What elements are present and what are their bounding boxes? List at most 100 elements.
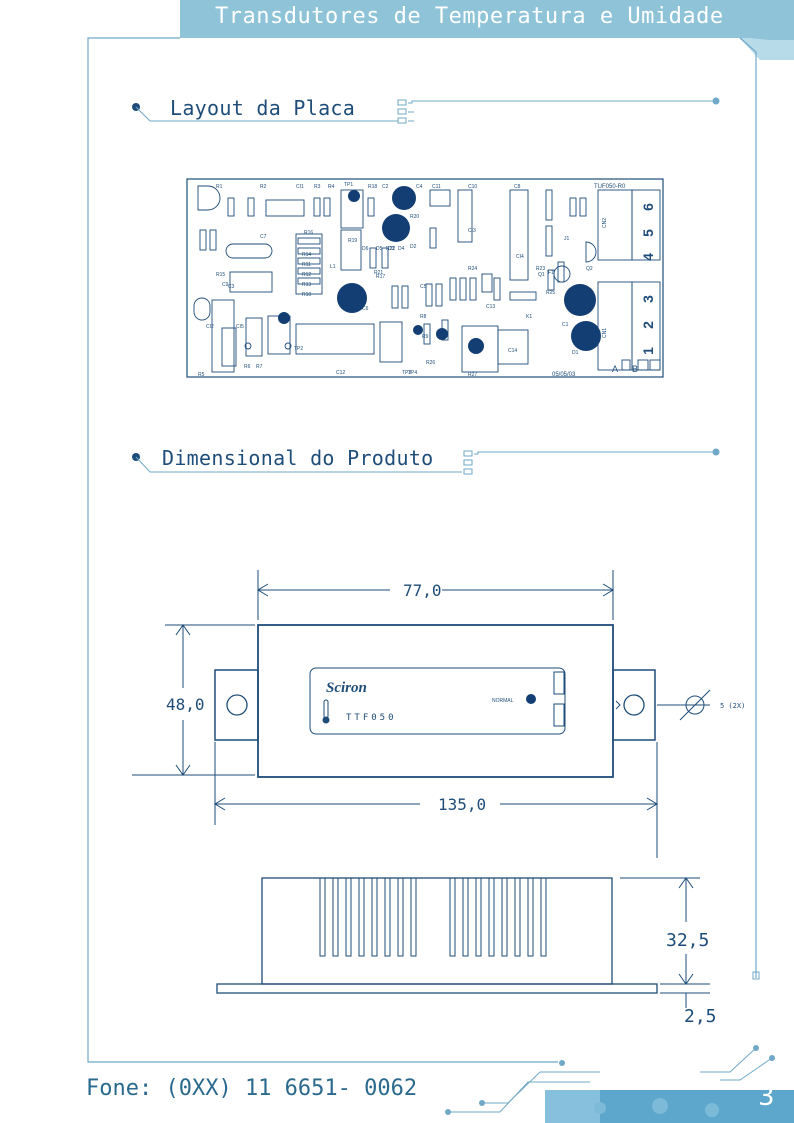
heatsink-fin [462,877,469,957]
pcb-component-label: F1 [548,270,554,276]
pcb-component-label: R10 [302,292,311,298]
terminal-label: 4 [640,253,656,261]
pcb-component-label: D5 [376,246,383,252]
section-title-dimensional: Dimensional do Produto [162,446,434,470]
heatsink-fin [358,877,365,957]
jumper-label: B [632,364,638,374]
pcb-component-label: R21 [374,270,383,276]
pcb-component-label: C14 [508,348,517,354]
pcb-component-label: R25 [546,290,555,296]
pcb-component-label: R11 [302,262,311,268]
pcb-component-label: CI2 [206,324,214,330]
pcb-component-label: R27 [468,372,477,378]
heatsink-fin [410,877,417,957]
pcb-component-label: Q2 [586,266,593,272]
pcb-component-label: C12 [336,370,345,376]
pcb-component-label: R3 [314,184,321,190]
pcb-component-label: C10 [468,184,477,190]
dimensional-drawing: Sciron TTF050 NORMAL 77,0 48,0 135,0 5 (… [132,570,745,1027]
heatsink-fin [501,877,508,957]
thermometer-icon [322,699,330,724]
footer-phone: Fone: (0XX) 11 6651- 0062 [86,1076,418,1101]
pcb-component-label: C2 [382,184,389,190]
header-title: Transdutores de Temperatura e Umidade [215,4,724,29]
heatsink-fin [397,877,404,957]
pcb-component-label: R4 [328,184,335,190]
terminal-label: 5 [640,229,656,237]
pcb-component-label: TP2 [294,346,303,352]
heatsink-fin [332,877,339,957]
pcb-component-label: C11 [432,184,441,190]
heatsink-fin [527,877,534,957]
pcb-component-label: L1 [330,264,336,270]
terminal-label: 6 [640,203,656,211]
pcb-component-label: R23 [536,266,545,272]
pcb-component-label: R6 [244,364,251,370]
pcb-component-label: C5 [420,284,427,290]
pcb-component-label: R16 [304,230,313,236]
heatsink-fin [371,877,378,957]
pcb-component-label: D1 [572,350,579,356]
connector-label: CN2 [602,218,608,228]
pcb-component-label: R24 [468,266,477,272]
header-banner [180,0,794,60]
terminal-label: 1 [640,347,656,355]
pcb-component-label: C4 [416,184,423,190]
dim-width-top: 77,0 [403,581,442,600]
pcb-component-label: R15 [216,272,225,278]
pcb-component-label: D4 [398,246,405,252]
pcb-component-label: R22 [386,246,395,252]
model-label: TTF050 [346,713,397,723]
heatsink-fin [475,877,482,957]
pcb-component-label: R17 [376,274,385,280]
pcb-component-label: CI4 [516,254,524,260]
pcb-component-label: R8 [420,314,427,320]
pcb-component-label: C9 [222,282,229,288]
pcb-component-label: R14 [302,252,311,258]
board-name: TUF050-R0 [594,184,626,190]
dim-hole: 5 (2X) [720,702,745,710]
pcb-component-label: R1 [216,184,223,190]
pcb-component-label: C6 [362,306,369,312]
section-title-layout: Layout da Placa [170,96,356,120]
pcb-component-label: Q1 [538,272,545,278]
heatsink-fin [345,877,352,957]
pcb-component-label: D3 [388,246,395,252]
pcb-component-label: R18 [368,184,377,190]
terminal-label: 2 [640,321,656,329]
pcb-component-label: TP1 [344,182,353,188]
page-number-badge [545,1090,794,1123]
pcb-component-label: R5 [198,372,205,378]
pcb-component-label: R26 [426,360,435,366]
dim-profile-height: 32,5 [666,930,709,951]
pcb-component-label: C8 [514,184,521,190]
heatsink-fin [540,877,547,957]
pcb-component-label: CI5 [236,324,244,330]
heatsink-fin [488,877,495,957]
pcb-component-label: C13 [486,304,495,310]
pcb-component-label: C7 [260,234,267,240]
page-number: 3 [758,1082,775,1112]
pcb-component-label: J1 [564,236,570,242]
connector-label: CN1 [602,328,608,338]
pcb-component-label: C1 [562,322,569,328]
pcb-component-label: CI1 [296,184,304,190]
pcb-component-label: D2 [410,244,417,250]
board-date: 05/05/03 [552,372,576,378]
heatsink-fin [384,877,391,957]
pcb-component-label: C3 [228,284,235,290]
terminal-label: 3 [640,295,656,303]
pcb-component-label: TP4 [408,370,417,376]
led-label: NORMAL [492,698,514,704]
heatsink-fin [514,877,521,957]
heatsink-fin [319,877,326,957]
pcb-component-label: R12 [302,272,311,278]
pcb-component-label: R9 [422,334,429,340]
pcb-layout: 6 5 4 3 2 1 A B TUF050-R0 05/05/03 CN2 C… [186,178,664,378]
heatsink-fin [449,877,456,957]
pcb-component-label: D6 [362,246,369,252]
dim-base-thickness: 2,5 [684,1006,717,1027]
pcb-component-label: R20 [410,214,419,220]
pcb-component-label: R19 [348,238,357,244]
dim-total-length: 135,0 [438,795,486,814]
